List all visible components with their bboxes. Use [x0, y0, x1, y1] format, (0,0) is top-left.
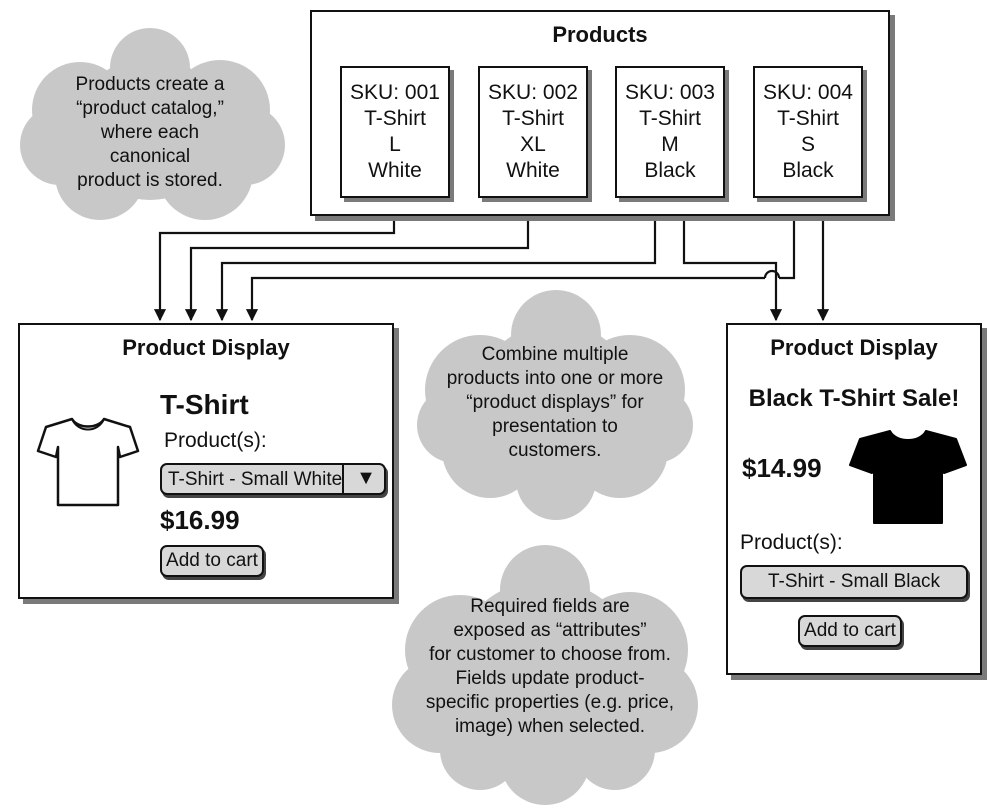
select-divider: [342, 463, 344, 495]
sku-item: T-Shirt: [639, 107, 701, 130]
sku-id: SKU: 003: [625, 81, 715, 104]
sku-color: White: [506, 159, 560, 182]
chevron-down-icon[interactable]: ▼: [356, 467, 376, 489]
product-value: T-Shirt - Small Black: [740, 565, 968, 599]
sku-color: Black: [782, 159, 834, 182]
arrow-sku003-left: [215, 190, 657, 322]
white-tshirt-icon: [36, 417, 140, 507]
cloud-catalog-text: Products create a “product catalog,” whe…: [75, 74, 225, 191]
arrow-sku004-left-cont: [245, 276, 765, 322]
cloud-shape-combine: [417, 290, 693, 520]
sku-card-003: SKU: 003 T-Shirt M Black: [615, 66, 725, 198]
sku-size: L: [389, 133, 401, 156]
products-title: Products: [552, 22, 648, 47]
sku-item: T-Shirt: [364, 107, 426, 130]
product-select[interactable]: T-Shirt - Small White ▼: [160, 463, 386, 495]
cloud-combine-text: Combine multiple products into one or mo…: [446, 344, 664, 461]
product-select-value: T-Shirt - Small White: [168, 469, 343, 490]
products-label: Product(s):: [740, 531, 843, 554]
product-display-title: Product Display: [770, 335, 938, 360]
product-price: $14.99: [742, 453, 822, 483]
sku-color: Black: [644, 159, 696, 182]
sku-card-004: SKU: 004 T-Shirt S Black: [753, 66, 863, 198]
sku-id: SKU: 001: [350, 81, 440, 104]
arrow-sku004-left-hop: [763, 269, 781, 279]
black-tshirt-icon: [849, 430, 967, 524]
product-price: $16.99: [160, 505, 240, 535]
sku-item: T-Shirt: [502, 107, 564, 130]
sku-card-002: SKU: 002 T-Shirt XL White: [478, 66, 588, 198]
sku-color: White: [368, 159, 422, 182]
arrow-sku002-left: [184, 190, 530, 322]
sku-id: SKU: 002: [488, 81, 578, 104]
add-to-cart-button[interactable]: Add to cart: [798, 615, 902, 647]
product-display-left: Product Display T-Shirt Product(s): T-Sh…: [18, 323, 394, 599]
product-display-title: Product Display: [122, 335, 290, 360]
products-label: Product(s):: [164, 429, 267, 452]
sku-size: S: [800, 133, 815, 156]
arrow-sku004-left: [779, 190, 796, 280]
arrow-sku003-right: [682, 190, 783, 322]
cloud-shape-catalog: [20, 28, 285, 220]
cloud-shape-attributes: [392, 545, 698, 805]
product-name: T-Shirt: [160, 389, 249, 420]
add-to-cart-button[interactable]: Add to cart: [160, 545, 264, 577]
sku-item: T-Shirt: [777, 107, 839, 130]
sku-size: XL: [520, 133, 546, 156]
product-display-right: Product Display Black T-Shirt Sale! $14.…: [726, 323, 982, 675]
sku-card-001: SKU: 001 T-Shirt L White: [340, 66, 450, 198]
sku-id: SKU: 004: [763, 81, 853, 104]
sku-size: M: [661, 133, 679, 156]
product-name: Black T-Shirt Sale!: [748, 385, 960, 412]
cloud-attributes-text: Required fields are exposed as “attribut…: [425, 596, 675, 737]
products-box: Products SKU: 001 T-Shirt L White SKU: 0…: [310, 10, 890, 216]
